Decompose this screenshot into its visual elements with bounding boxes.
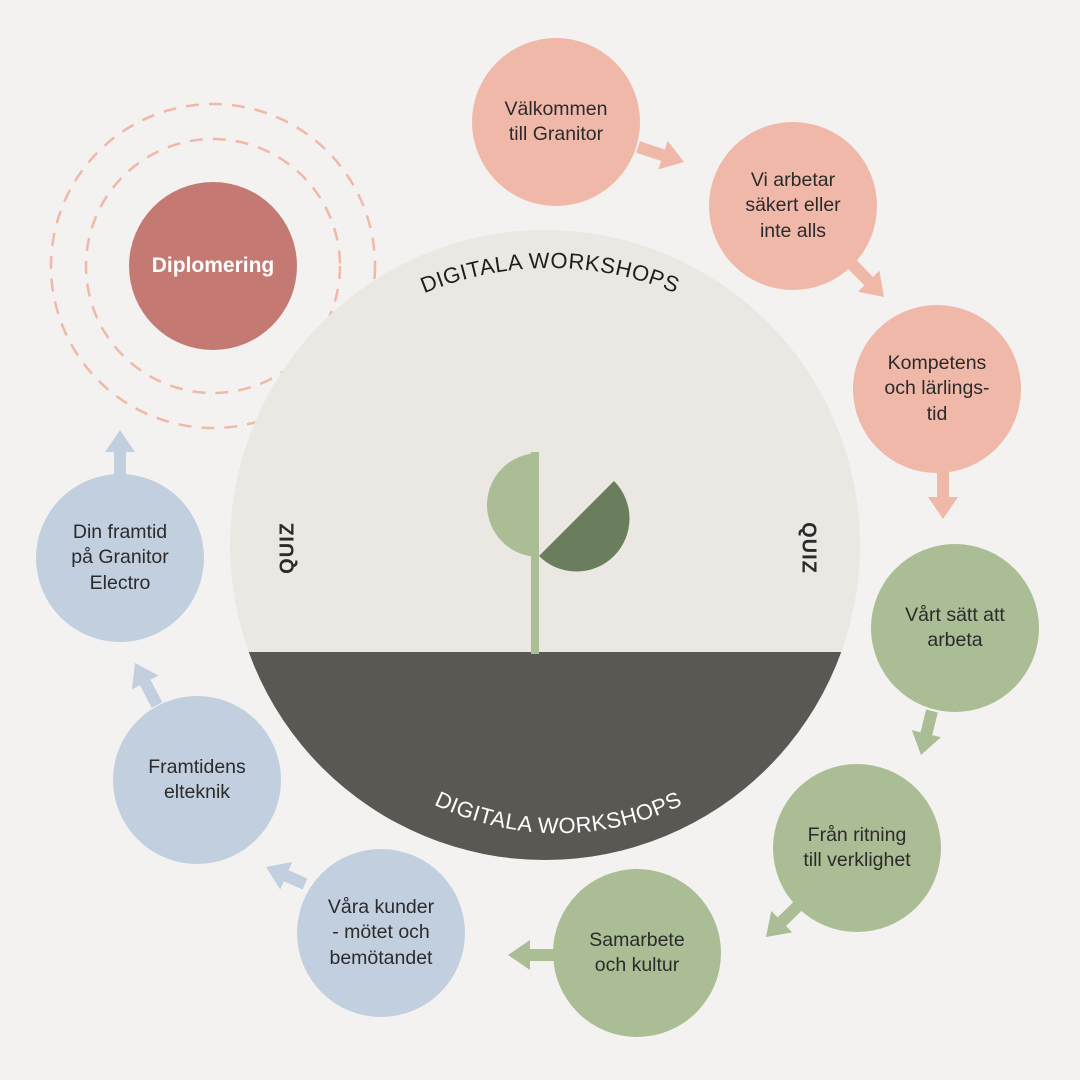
arrow-icon — [928, 470, 958, 519]
sprout-icon — [487, 452, 630, 654]
arrow-icon — [636, 140, 684, 170]
flow-arrows — [105, 140, 958, 970]
quiz-label-right: QUIZ — [798, 522, 820, 574]
arrow-icon — [845, 257, 884, 297]
dashed-ring-inner — [84, 137, 342, 395]
arrow-icon — [131, 663, 163, 708]
arrow-icon — [766, 899, 805, 937]
quiz-label-left: QUIZ — [276, 522, 298, 574]
dashed-ring-outer — [49, 102, 377, 430]
step-diplomering: Diplomering — [129, 182, 297, 350]
arrow-icon — [266, 862, 308, 890]
arrow-icon — [508, 940, 556, 970]
arrow-icon — [911, 709, 941, 755]
arrow-icon — [105, 430, 135, 477]
